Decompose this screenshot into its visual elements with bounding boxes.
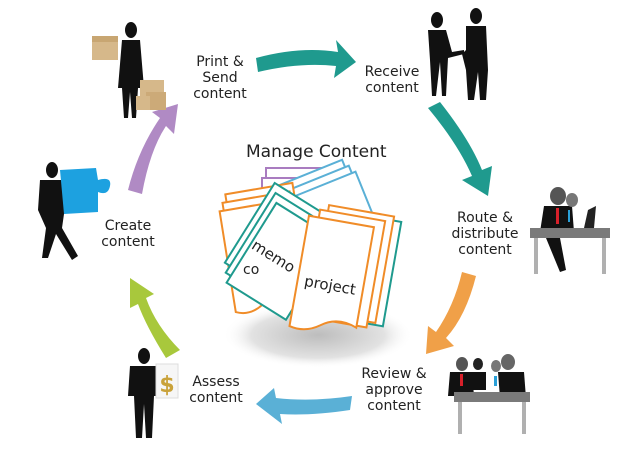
step-label-create: Create content [101,218,155,250]
handshake-icon [428,8,488,100]
step-label-receive: Receive content [364,64,420,96]
document-label-co: co [243,262,260,278]
step-label-review-approve: Review & approve content [361,366,427,414]
meeting-table-icon [448,354,530,434]
step-label-assess: Assess content [189,374,243,406]
arrow-receive-to-route [428,102,492,196]
dollar-sign: $ [159,373,174,398]
arrow-create-to-print [128,104,178,194]
step-label-route-distribute: Route & distribute content [451,210,519,258]
man-carrying-puzzle-icon [38,162,111,260]
man-with-dollar-document-icon: $ [128,348,179,438]
center-title: Manage Content [246,142,387,162]
step-label-print-send: Print & Send content [193,54,247,102]
arrow-assess-to-create [130,278,180,358]
arrow-print-to-receive [256,40,356,78]
documents-stack [218,158,403,331]
woman-with-boxes-icon [92,22,166,118]
arrow-review-to-assess [256,388,352,424]
arrow-route-to-review [426,272,476,354]
people-at-desk-icon [530,187,610,274]
